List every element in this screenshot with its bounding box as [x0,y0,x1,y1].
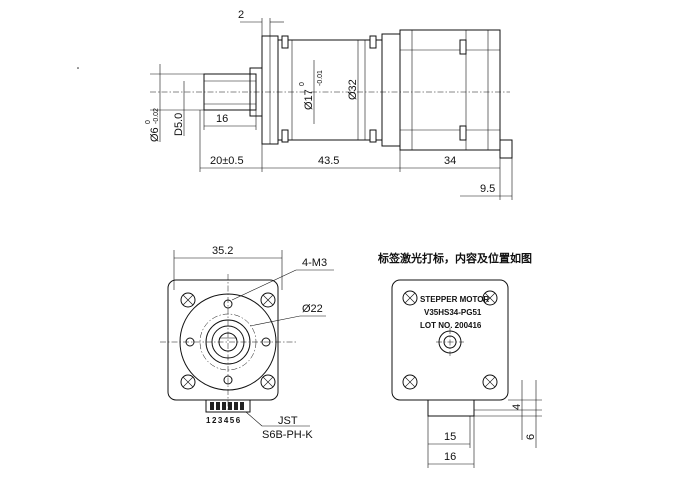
dim-boss-dia: Ø17 [303,89,315,110]
front-m3-hole-left [185,337,195,347]
rear-screw-tr [482,290,498,306]
label-line-3: LOT NO. 200416 [420,321,482,330]
leader-connector [245,411,263,427]
gearbox-screw-bottom-left [281,129,289,143]
dim-boss-tol2: -0.01 [317,70,324,86]
dim-flange-thickness: 2 [238,9,244,21]
motor-screw-bottom [459,125,467,141]
dim-shaft-dia: Ø6 [149,127,161,142]
dim-motor-length: 34 [444,155,456,167]
front-screw-tr [260,292,276,308]
motor-screw-top [459,39,467,55]
connector-model: S6B-PH-K [262,429,313,441]
rear-screw-tl [402,290,418,306]
dim-connector-h2: 6 [525,434,537,440]
side-view: 2 Ø6 0 -0.02 D5.0 16 20±0.5 43.5 34 9.5 [77,9,513,200]
leader-pcd [249,315,301,327]
connector-brand: JST [278,415,298,427]
laser-label-note: 标签激光打标，内容及位置如图 [377,251,532,265]
dim-connector-w1: 15 [444,431,456,443]
dim-connector-h1: 4 [511,404,523,410]
motor-body [399,29,501,151]
dim-connector: 9.5 [480,183,495,195]
dim-gearbox-dia: Ø32 [347,79,359,100]
dim-boss-tol: 0 [299,82,306,86]
pin-3 [222,402,226,410]
pin-2 [216,402,220,410]
front-m3-hole-bottom [223,375,233,385]
front-screw-tl [180,292,196,308]
dim-shaft-dia-tol: 0 [145,120,152,124]
leader-m3 [231,269,297,301]
dim-pcd: Ø22 [302,303,323,315]
gearbox-body [277,39,383,141]
pin-1 [210,402,214,410]
label-line-1: STEPPER MOTOR [420,295,489,304]
gearbox-screw-top-left [281,35,289,49]
pin-4 [228,402,232,410]
front-m3-hole-right [261,337,271,347]
connector-pin-numbers: 123456 [206,416,242,425]
motor-connector [499,139,513,159]
motor-adapter-flange [381,33,401,147]
gearbox-screw-top-right [369,35,377,49]
dim-shaft-flat: D5.0 [173,113,185,136]
dim-shaft-dia-tol2: -0.02 [153,108,160,124]
pin-5 [234,402,238,410]
pin-6 [240,402,244,410]
dim-gearbox-length: 43.5 [318,155,339,167]
front-screw-br [260,374,276,390]
stray-dot [77,67,79,69]
rear-screw-br [482,374,498,390]
front-view: 35.2 4-M3 Ø22 123456 [160,245,334,441]
label-line-2: V35HS34-PG51 [424,308,482,317]
output-shaft [203,73,257,111]
rear-view: 标签激光打标，内容及位置如图 STEPPER MOTOR V35HS34-PG5… [377,251,542,468]
front-boss-inner [211,325,245,359]
dim-holes: 4-M3 [302,257,327,269]
rear-connector [427,399,475,417]
dim-width: 35.2 [212,245,233,257]
front-connector [205,399,251,413]
dim-connector-w2: 16 [444,451,456,463]
dim-flat-length: 16 [216,113,228,125]
front-m3-hole-top [223,299,233,309]
gearbox-screw-bottom-right [369,129,377,143]
front-screw-bl [180,374,196,390]
dim-shaft-length: 20±0.5 [210,155,244,167]
rear-screw-bl [402,374,418,390]
